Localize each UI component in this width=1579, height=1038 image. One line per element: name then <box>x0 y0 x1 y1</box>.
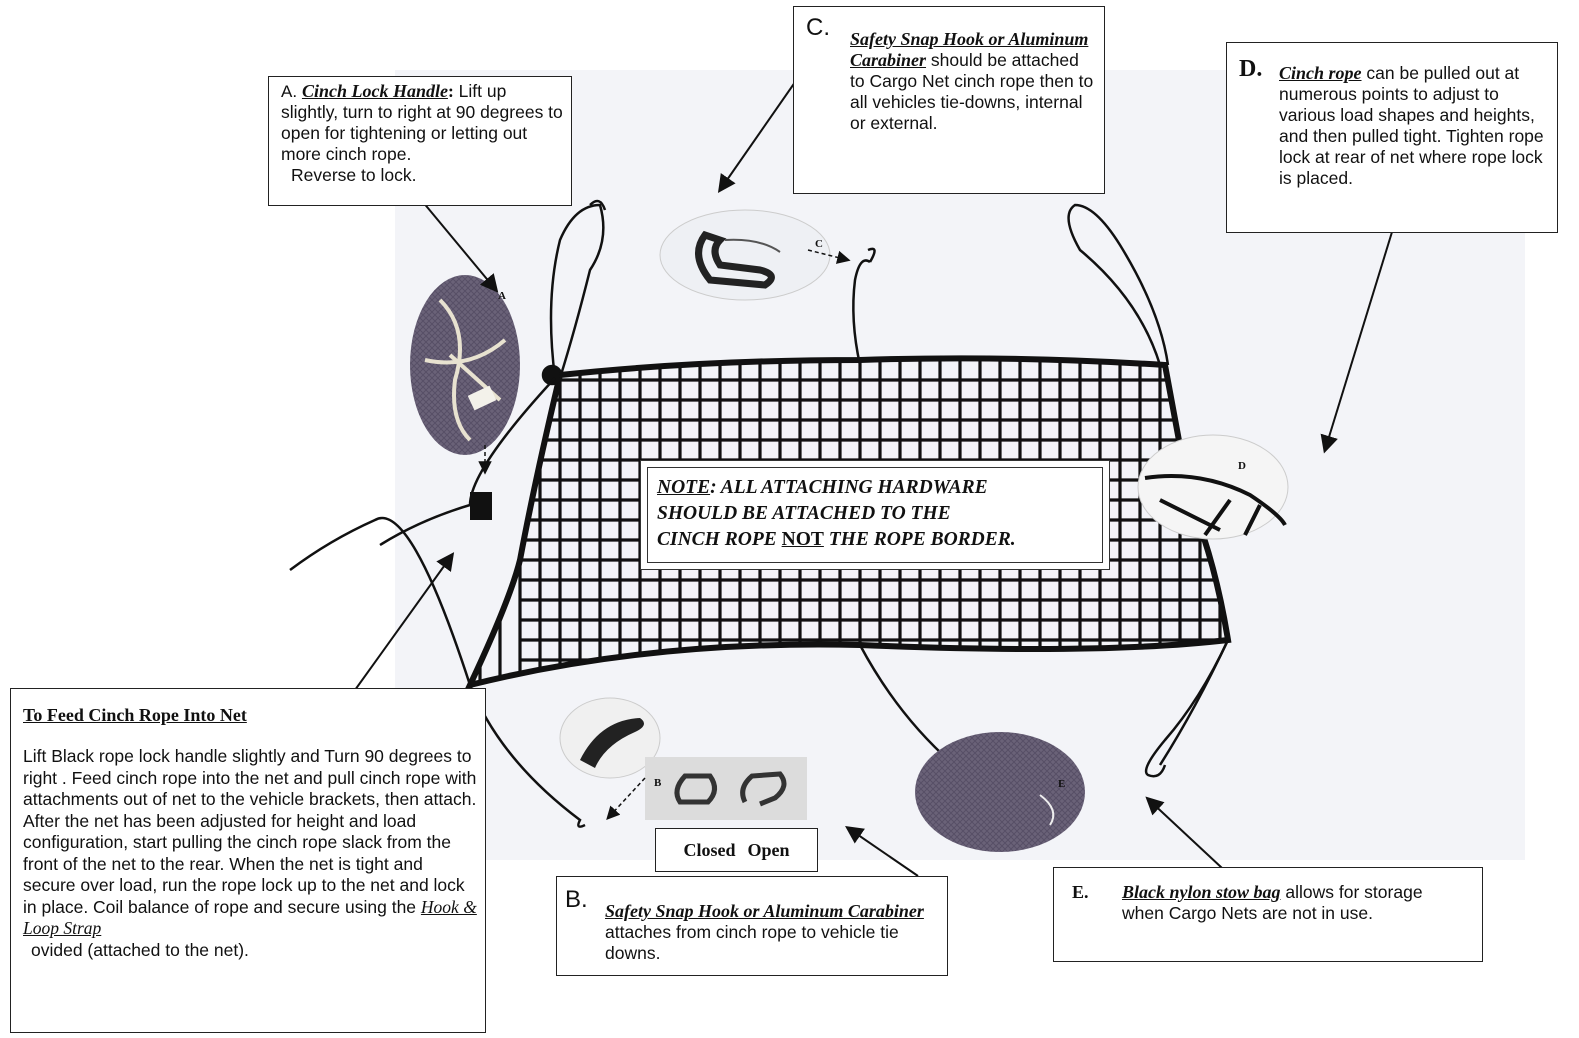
note-line-3-end: THE ROPE BORDER. <box>824 529 1016 550</box>
inset-label-b: B <box>654 777 661 789</box>
note-box: NOTE: ALL ATTACHING HARDWARE SHOULD BE A… <box>640 460 1110 570</box>
callout-letter: E. <box>1072 882 1122 924</box>
callout-cinch-lock-handle: A. Cinch Lock Handle: Lift up slightly, … <box>268 76 572 206</box>
open-label: Open <box>748 840 790 861</box>
callout-letter: C. <box>806 17 850 134</box>
callout-colon: : <box>448 81 454 101</box>
callout-title: Cinch rope <box>1279 63 1362 83</box>
closed-label: Closed <box>683 840 735 861</box>
callout-title: Black nylon stow bag <box>1122 882 1281 902</box>
feed-instructions-title: To Feed Cinch Rope Into Net <box>23 705 477 726</box>
callout-stow-bag: E. Black nylon stow bag allows for stora… <box>1053 867 1483 962</box>
rope-lock-handle <box>470 492 492 520</box>
inset-label-a: A <box>498 290 506 302</box>
callout-title: Safety Snap Hook or Aluminum Carabiner <box>605 901 924 921</box>
callout-carabiner: C. Safety Snap Hook or Aluminum Carabine… <box>793 6 1105 194</box>
feed-instructions-body: Lift Black rope lock handle slightly and… <box>23 746 476 917</box>
callout-reverse-note: Reverse to lock. <box>281 165 416 185</box>
callout-body: attaches from cinch rope to vehicle tie … <box>605 922 899 963</box>
callout-cinch-rope: D. Cinch rope can be pulled out at numer… <box>1226 42 1558 233</box>
callout-snap-hook: B. Safety Snap Hook or Aluminum Carabine… <box>556 876 948 976</box>
callout-letter: D. <box>1239 59 1279 189</box>
callout-letter: A. <box>281 82 297 101</box>
feed-instructions-box: To Feed Cinch Rope Into Net Lift Black r… <box>10 688 486 1033</box>
closed-open-label: Closed Open <box>655 828 818 872</box>
note-line-3: CINCH ROPE <box>657 529 782 550</box>
callout-title: Cinch Lock Handle <box>302 81 448 101</box>
inset-label-e: E <box>1058 778 1065 790</box>
note-line-2: SHOULD BE ATTACHED TO THE <box>657 503 951 524</box>
note-line-1: : ALL ATTACHING HARDWARE <box>710 477 988 498</box>
inset-photo-cinch-lock <box>410 275 520 455</box>
note-label: NOTE <box>657 477 710 498</box>
inset-photo-stow-bag <box>915 732 1085 852</box>
callout-letter: B. <box>565 889 605 964</box>
inset-label-d: D <box>1238 460 1246 472</box>
feed-instructions-tail: ovided (attached to the net). <box>23 940 249 960</box>
inset-label-c: C <box>815 238 823 250</box>
note-not-emphasis: NOT <box>782 529 824 550</box>
